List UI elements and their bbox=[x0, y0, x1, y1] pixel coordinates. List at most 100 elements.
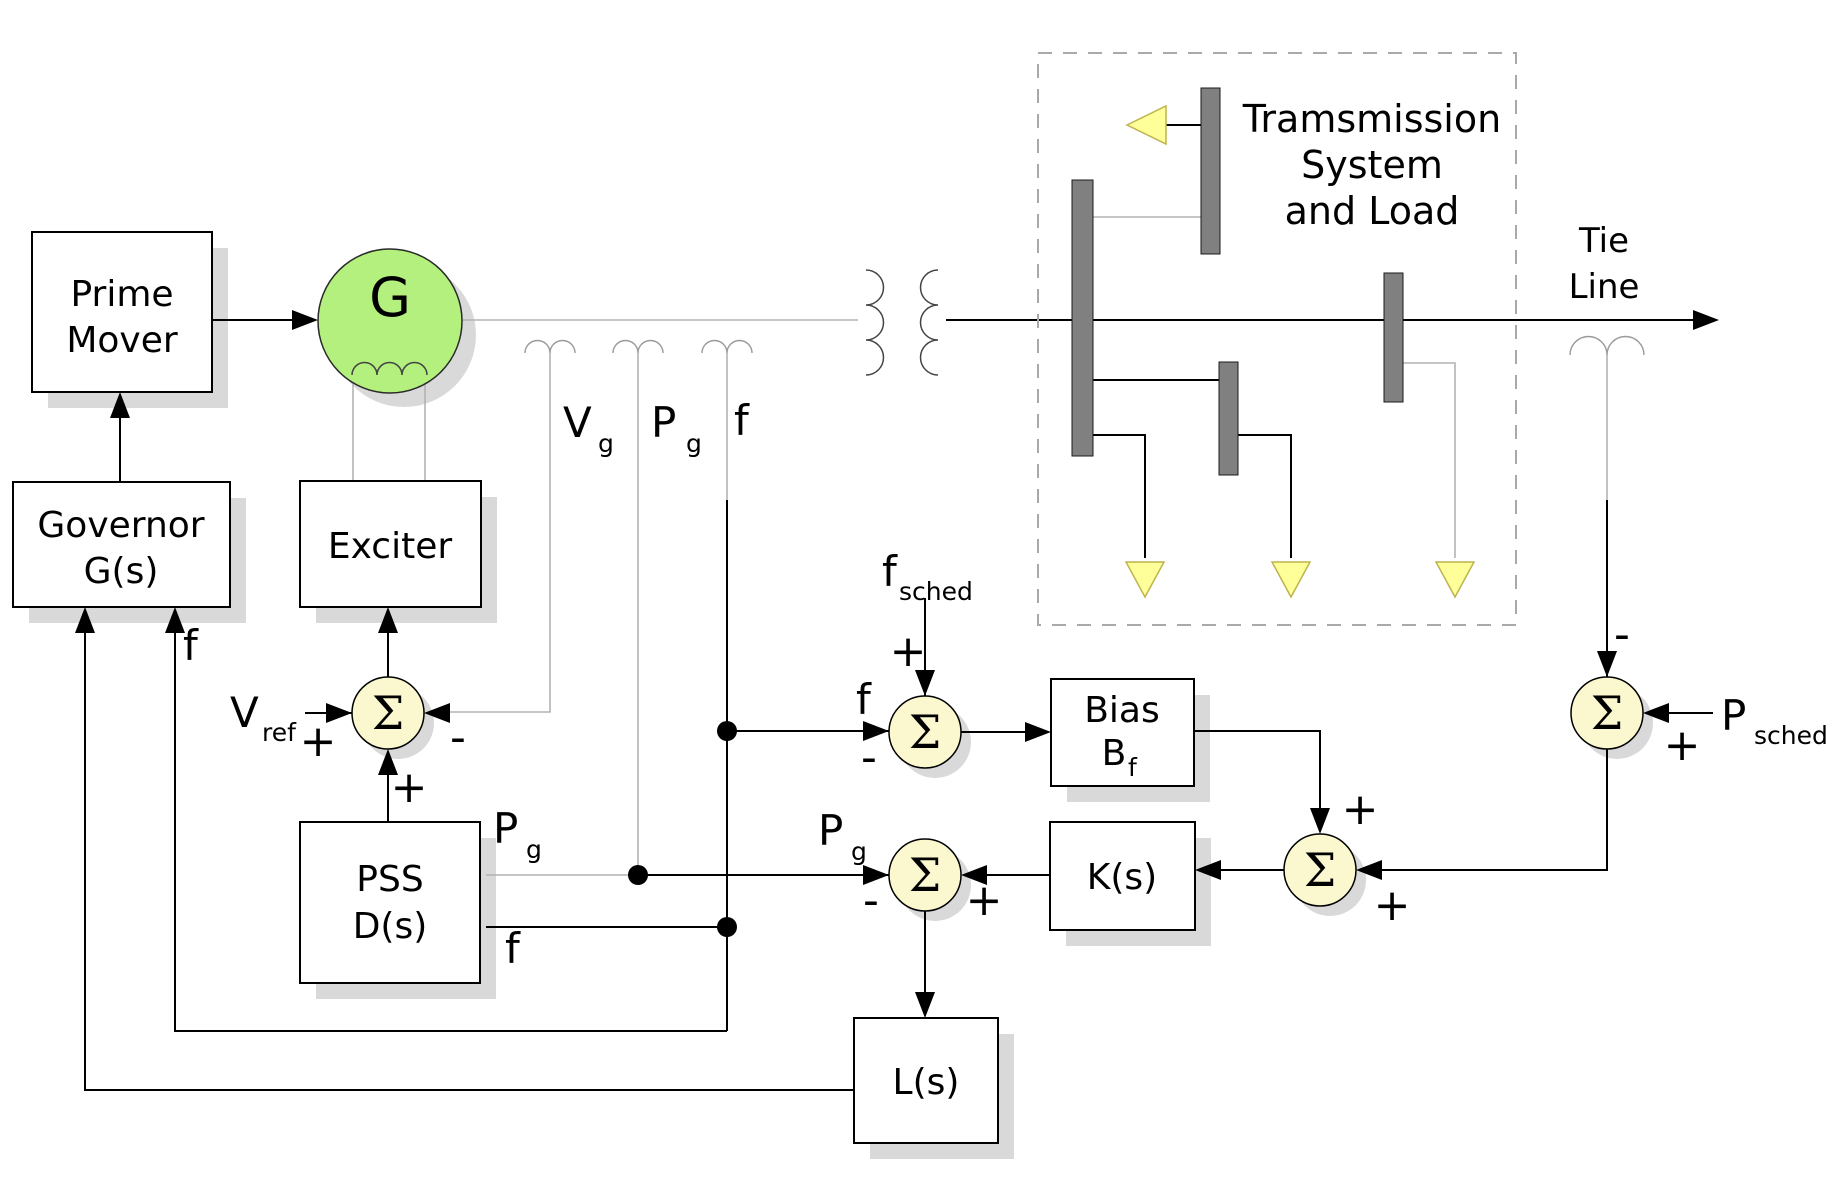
vg-ct-coil bbox=[524, 339, 576, 354]
pgsum-pg-label-main: P bbox=[818, 806, 843, 855]
arrow-f-into-fsum bbox=[863, 721, 889, 741]
load-arrow-3 bbox=[1434, 561, 1476, 599]
pss-plus-sign: + bbox=[391, 762, 428, 813]
pg-ct-coil bbox=[612, 339, 664, 354]
arrow-into-bias bbox=[1025, 722, 1051, 742]
generator-block: G bbox=[317, 248, 463, 394]
remote-generator-arrow bbox=[1125, 104, 1167, 146]
generator-circle bbox=[317, 248, 463, 394]
bus-bar-2 bbox=[1200, 87, 1221, 255]
control-wires bbox=[84, 319, 1713, 1091]
bias-label-line1: Bias bbox=[1084, 690, 1160, 731]
bias-label-subscript: f bbox=[1128, 753, 1138, 782]
vg-minus-sign: - bbox=[450, 712, 466, 763]
arrow-into-generator bbox=[292, 310, 318, 330]
tie-line-label-line2: Line bbox=[1569, 267, 1640, 307]
generator-label: G bbox=[369, 266, 411, 329]
arrow-into-k bbox=[1195, 860, 1221, 880]
tie-sum-junction: Σ - + bbox=[1570, 609, 1700, 771]
pg-label-sub: g bbox=[686, 429, 702, 458]
arrow-pg-into-pgsum bbox=[863, 865, 889, 885]
governor-f-label: f bbox=[183, 621, 199, 670]
l-label: L(s) bbox=[893, 1062, 960, 1103]
vref-label-sub: ref bbox=[262, 718, 297, 747]
vref-sum-sigma: Σ bbox=[372, 686, 405, 740]
tie-sum-circle bbox=[1570, 676, 1644, 750]
ace-sum-junction: Σ + + bbox=[1283, 784, 1410, 931]
fsched-label-sub: sched bbox=[899, 577, 973, 606]
arrow-l-into-governor bbox=[75, 607, 95, 633]
pg-label-main: P bbox=[651, 398, 676, 447]
transformer-winding-left bbox=[865, 269, 885, 376]
transmission-system: Tramsmission System and Load bbox=[1037, 52, 1517, 626]
f-junction-dot-upper bbox=[717, 721, 737, 741]
arrow-vref-into-sum bbox=[326, 703, 352, 723]
psched-label-main: P bbox=[1721, 691, 1746, 740]
ace-sum-sigma: Σ bbox=[1304, 843, 1337, 897]
prime-mover-label-line2: Mover bbox=[66, 320, 178, 361]
bias-label-line2: B bbox=[1102, 733, 1127, 774]
tie-ct-coil bbox=[1569, 335, 1645, 356]
k-block: K(s) bbox=[1049, 821, 1196, 931]
pg-junction-dot bbox=[628, 865, 648, 885]
pss-f-label: f bbox=[505, 924, 521, 973]
exciter-block: Exciter bbox=[299, 480, 482, 608]
transmission-dashed-border bbox=[1037, 52, 1517, 626]
arrow-fsched-into-fsum bbox=[915, 670, 935, 696]
pss-label-line1: PSS bbox=[356, 859, 423, 900]
arrow-tiesum-into-acesum bbox=[1356, 860, 1382, 880]
f-junction-dot-lower bbox=[717, 917, 737, 937]
l-block: L(s) bbox=[853, 1017, 999, 1144]
arrow-into-l bbox=[915, 992, 935, 1018]
tie-line-label-line1: Tie bbox=[1578, 221, 1629, 261]
transmission-title-line3: and Load bbox=[1285, 189, 1460, 233]
load-arrow-1 bbox=[1124, 561, 1166, 599]
bias-block: Bias B f bbox=[1050, 678, 1195, 787]
arrow-into-exciter bbox=[378, 607, 398, 633]
tiesum-to-acesum-wire bbox=[1360, 749, 1608, 871]
arrow-tieline-end bbox=[1693, 310, 1719, 330]
pgsum-pg-label-sub: g bbox=[851, 837, 867, 866]
load1-stub bbox=[1093, 434, 1146, 558]
f-label-top: f bbox=[734, 396, 750, 445]
arrow-psched-into-tiesum bbox=[1643, 703, 1669, 723]
tie-minus-sign: - bbox=[1614, 609, 1630, 660]
pss-pg-label-sub: g bbox=[526, 835, 542, 864]
arrow-bias-into-acesum bbox=[1310, 808, 1330, 834]
l-to-governor-wire bbox=[84, 611, 854, 1091]
tie-sum-sigma: Σ bbox=[1591, 686, 1624, 740]
prime-mover-block: Prime Mover bbox=[31, 231, 213, 393]
measurement-wires bbox=[352, 319, 1645, 876]
pss-label-line2: D(s) bbox=[353, 906, 428, 947]
fsched-plus-sign: + bbox=[890, 626, 927, 677]
f-to-governor-wire bbox=[174, 611, 727, 1032]
transformer-winding-right bbox=[919, 269, 939, 376]
arrow-k-into-pgsum bbox=[961, 865, 987, 885]
governor-label-line2: G(s) bbox=[84, 551, 159, 592]
pss-pg-label-main: P bbox=[493, 804, 518, 853]
governor-block: Governor G(s) bbox=[12, 481, 231, 608]
fsum-f-label: f bbox=[856, 675, 872, 724]
prime-mover-label-line1: Prime bbox=[70, 274, 173, 315]
load2-stub bbox=[1238, 434, 1292, 558]
arrow-vg-into-sum bbox=[424, 703, 450, 723]
exciter-label: Exciter bbox=[328, 526, 452, 567]
vg-wire bbox=[430, 353, 551, 713]
bus-bar-1 bbox=[1071, 179, 1094, 457]
transmission-title-line1: Tramsmission bbox=[1242, 97, 1501, 141]
bias-plus-sign: + bbox=[1342, 784, 1379, 835]
f-ct-coil bbox=[701, 339, 753, 354]
arrow-into-primemover bbox=[110, 392, 130, 418]
transmission-title-line2: System bbox=[1301, 143, 1443, 187]
k-label: K(s) bbox=[1087, 857, 1157, 898]
frequency-sum-junction: Σ + - bbox=[861, 626, 962, 783]
pg-minus-sign: - bbox=[863, 875, 879, 926]
frequency-sum-circle bbox=[888, 695, 962, 769]
k-plus-sign: + bbox=[966, 875, 1003, 926]
pg-sum-circle bbox=[888, 838, 962, 912]
bus-bar-3 bbox=[1218, 361, 1239, 476]
vref-label-main: V bbox=[230, 688, 259, 737]
generator-winding-icon bbox=[351, 361, 428, 376]
vg-label-sub: g bbox=[598, 429, 614, 458]
